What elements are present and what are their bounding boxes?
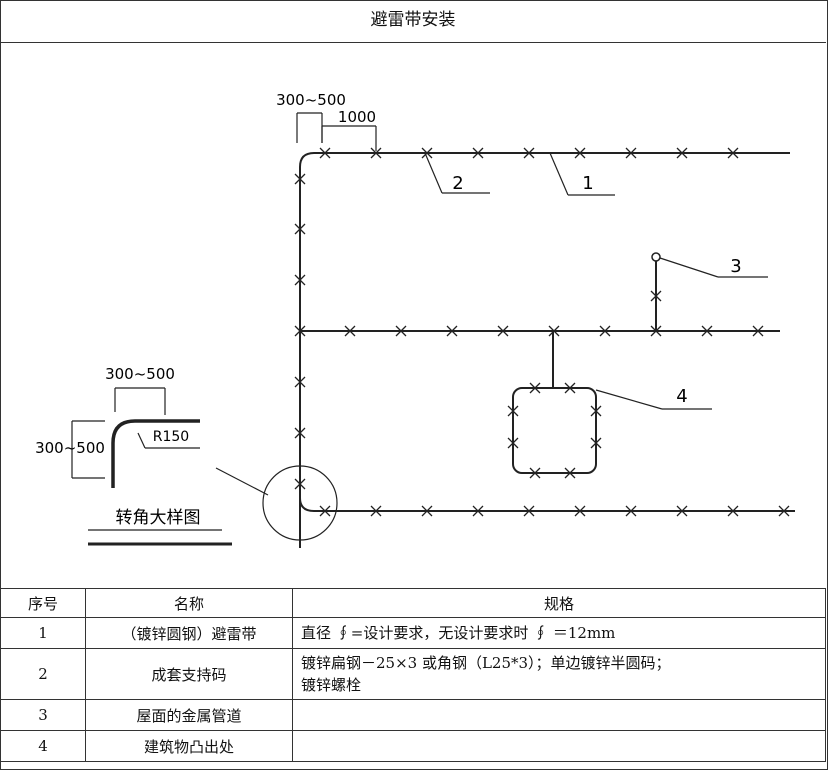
support-clip-marker (590, 437, 602, 449)
detail-dim-horizontal: 300~500 (105, 365, 175, 383)
row-spec (292, 730, 826, 762)
table-row: 2 成套支持码 镀锌扁钢－25×3 或角钢（L25*3）；单边镀锌半圆码； 镀锌… (0, 648, 826, 700)
header-spec: 规格 (292, 588, 826, 618)
row-spec: 镀锌扁钢－25×3 或角钢（L25*3）；单边镀锌半圆码； 镀锌螺栓 (292, 648, 826, 700)
support-clip-marker (650, 290, 662, 302)
support-clip-marker (294, 173, 306, 185)
header-no: 序号 (0, 588, 86, 618)
spec-table: 序号 名称 规格 1 （镀锌圆钢）避雷带 直径 ∮=设计要求，无设计要求时 ∮ … (0, 588, 826, 762)
support-clip-marker (294, 376, 306, 388)
support-clip-marker (625, 147, 637, 159)
support-clip-marker (319, 147, 331, 159)
top-dimensions (296, 112, 377, 151)
row-spec-line: 直径 ∮=设计要求，无设计要求时 ∮ ＝12mm (301, 624, 616, 642)
support-clip-marker (319, 505, 331, 517)
row-no: 1 (0, 617, 86, 649)
dim-300-500-top: 300~500 (276, 91, 346, 109)
support-clip-marker (421, 147, 433, 159)
support-clip-marker (507, 405, 519, 417)
row-spec (292, 699, 826, 731)
row-name: 建筑物凸出处 (85, 730, 293, 762)
support-clip-marker (395, 325, 407, 337)
table-header-row: 序号 名称 规格 (0, 588, 826, 618)
support-clip-marker (727, 147, 739, 159)
metal-pipe-end (651, 252, 661, 262)
support-clip-marker (294, 325, 306, 337)
support-clip-marker (548, 325, 560, 337)
building-protrusion-loop (512, 387, 597, 474)
support-clip-marker (564, 467, 576, 479)
support-clip-marker (625, 505, 637, 517)
support-clip-marker (574, 147, 586, 159)
support-clip-marker (564, 382, 576, 394)
table-row: 3 屋面的金属管道 (0, 699, 826, 731)
support-clip-marker (294, 427, 306, 439)
lightning-strip-diagram: 300~500 1000 2 1 3 4 300~500 300~500 R15… (35, 91, 795, 548)
support-clip-marker (294, 223, 306, 235)
support-clip-marker (676, 147, 688, 159)
row-no: 3 (0, 699, 86, 731)
support-clip-marker (294, 274, 306, 286)
support-clip-marker (523, 505, 535, 517)
support-clip-marker (497, 325, 509, 337)
support-clip-marker (344, 325, 356, 337)
support-clip-marker (529, 467, 541, 479)
support-clip-markers (294, 147, 790, 517)
row-name: 成套支持码 (85, 648, 293, 700)
row-spec-line: 镀锌螺栓 (301, 676, 362, 694)
detail-radius-label: R150 (153, 429, 189, 445)
support-clip-marker (446, 325, 458, 337)
detail-dim-vertical: 300~500 (35, 439, 105, 457)
support-clip-marker (472, 147, 484, 159)
row-no: 2 (0, 648, 86, 700)
detail-caption: 转角大样图 (116, 508, 201, 528)
support-clip-marker (650, 325, 662, 337)
support-clip-marker (294, 478, 306, 490)
support-clip-marker (574, 505, 586, 517)
support-clip-marker (472, 505, 484, 517)
support-clip-marker (676, 505, 688, 517)
support-clip-marker (590, 405, 602, 417)
support-clip-marker (727, 505, 739, 517)
support-clip-marker (529, 382, 541, 394)
corner-highlight-circle (262, 465, 338, 541)
row-spec-line: 镀锌扁钢－25×3 或角钢（L25*3）；单边镀锌半圆码； (301, 654, 671, 672)
support-clip-marker (778, 505, 790, 517)
row-name: 屋面的金属管道 (85, 699, 293, 731)
table-row: 1 （镀锌圆钢）避雷带 直径 ∮=设计要求，无设计要求时 ∮ ＝12mm (0, 617, 826, 649)
support-clip-marker (752, 325, 764, 337)
support-clip-marker (523, 147, 535, 159)
callout-leaders (215, 152, 768, 496)
support-clip-marker (507, 437, 519, 449)
support-clip-marker (370, 147, 382, 159)
callout-3-label: 3 (730, 256, 741, 277)
header-name: 名称 (85, 588, 293, 618)
dim-1000: 1000 (338, 108, 376, 126)
row-spec: 直径 ∮=设计要求，无设计要求时 ∮ ＝12mm (292, 617, 826, 649)
table-row: 4 建筑物凸出处 (0, 730, 826, 762)
support-clip-marker (701, 325, 713, 337)
drawing-title: 避雷带安装 (0, 0, 826, 43)
callout-1-label: 1 (582, 173, 593, 194)
corner-detail (71, 387, 232, 546)
strip-outer-corner (299, 152, 790, 548)
support-clip-marker (421, 505, 433, 517)
callout-4-label: 4 (676, 386, 687, 407)
row-no: 4 (0, 730, 86, 762)
support-clip-marker (599, 325, 611, 337)
row-name: （镀锌圆钢）避雷带 (85, 617, 293, 649)
callout-2-label: 2 (452, 173, 463, 194)
support-clip-marker (370, 505, 382, 517)
